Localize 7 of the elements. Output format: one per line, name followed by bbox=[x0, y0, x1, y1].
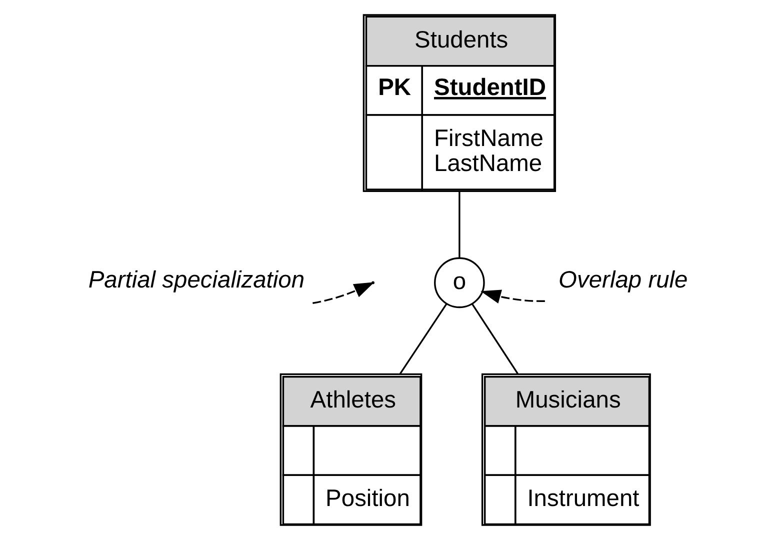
arrow bbox=[480, 290, 545, 304]
node-circle: o bbox=[434, 257, 485, 308]
node-text: Partial specialization bbox=[88, 267, 305, 294]
connector bbox=[458, 191, 460, 258]
connector bbox=[400, 303, 448, 374]
node-text: Overlap rule bbox=[558, 267, 688, 294]
connector bbox=[471, 303, 518, 374]
